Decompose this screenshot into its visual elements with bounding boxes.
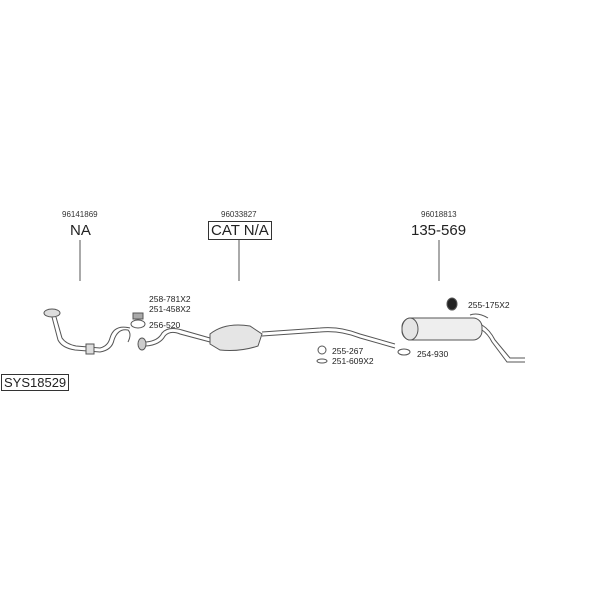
part-ref-1: 96141869 [62, 210, 98, 219]
clamp-part [316, 358, 328, 364]
gasket-part [130, 319, 146, 329]
part-ref-3: 96018813 [421, 210, 457, 219]
rear-muffler [401, 313, 525, 363]
part-ref-2: 96033827 [221, 210, 257, 219]
part-label[interactable]: 251-609X2 [332, 356, 374, 366]
part-label[interactable]: 258-781X2 [149, 294, 191, 304]
part-label[interactable]: 251-458X2 [149, 304, 191, 314]
part-code-1[interactable]: NA [70, 222, 91, 239]
part-label[interactable]: 254-930 [417, 349, 449, 359]
spring-part [132, 312, 144, 320]
part-label[interactable]: 256-520 [149, 320, 181, 330]
rubber-mount-part [446, 297, 458, 311]
front-pipe [43, 308, 131, 355]
part-label[interactable]: 255-267 [332, 346, 364, 356]
flange-gasket-part [397, 348, 411, 356]
part-code-2[interactable]: CAT N/A [208, 221, 272, 240]
catalytic-converter-pipe [137, 324, 396, 351]
system-id: SYS18529 [1, 374, 70, 391]
part-code-3[interactable]: 135-569 [411, 222, 467, 239]
ring-part [317, 345, 327, 355]
part-label[interactable]: 255-175X2 [468, 300, 510, 310]
